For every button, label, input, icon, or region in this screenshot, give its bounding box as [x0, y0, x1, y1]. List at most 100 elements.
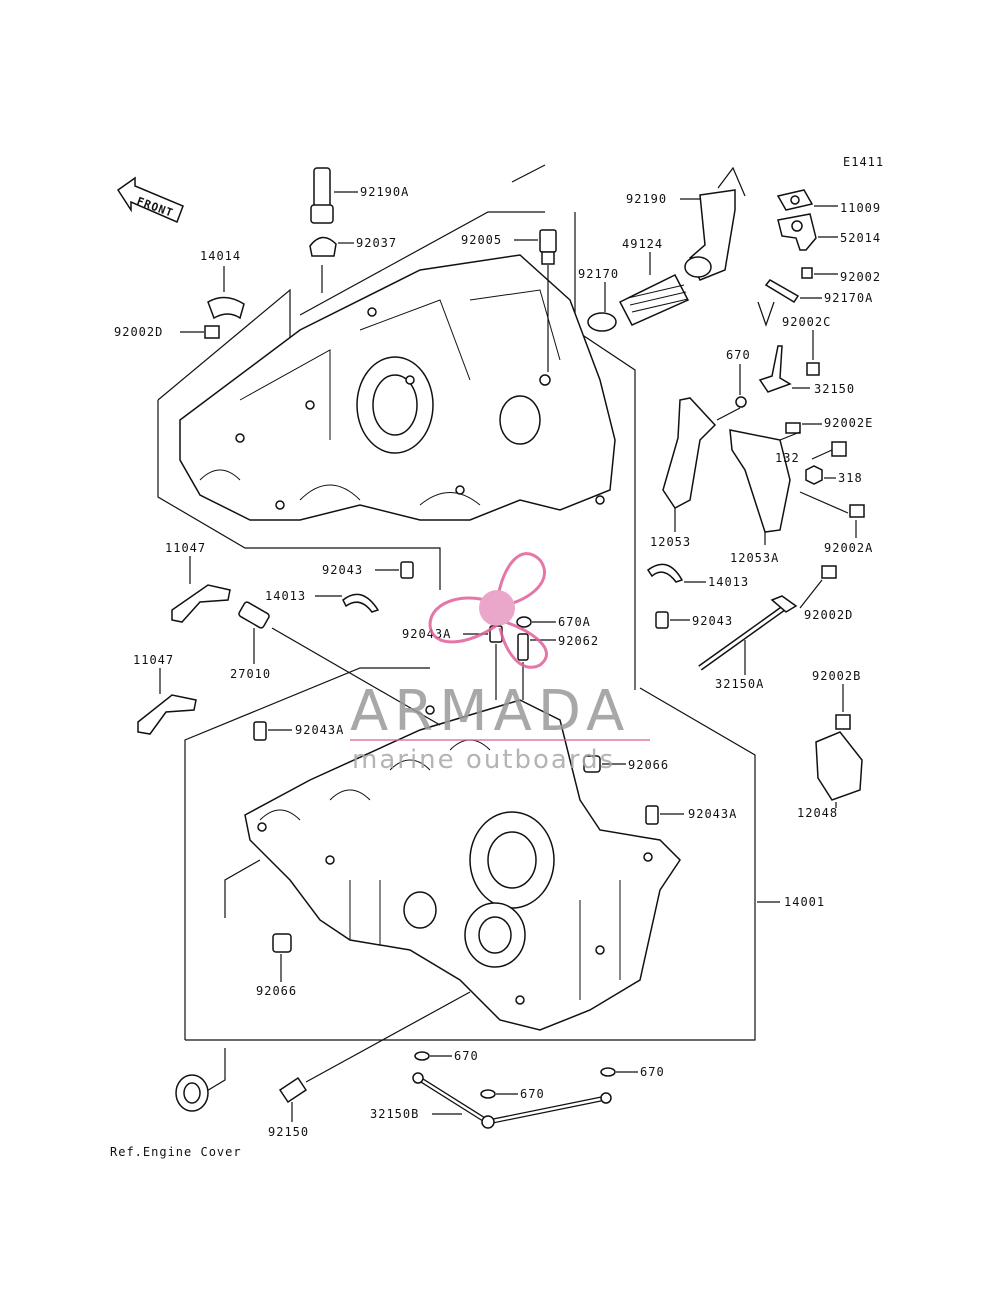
callout: 52014: [840, 231, 881, 245]
part-12053A: [729, 429, 801, 545]
callout: 92190: [626, 192, 667, 206]
part-12053: [662, 397, 741, 532]
callout: 92066: [256, 984, 297, 998]
callout: 318: [838, 471, 863, 485]
callout: 49124: [622, 237, 663, 251]
part-670-lower-a: [414, 1051, 452, 1061]
callout: 92043: [322, 563, 363, 577]
callout: 32150: [814, 382, 855, 396]
callout: 12048: [797, 806, 838, 820]
callout: 32150A: [715, 677, 764, 691]
callout: 92043A: [402, 627, 451, 641]
part-92002D-left: [180, 325, 220, 339]
callout: 11009: [840, 201, 881, 215]
callout: 14001: [784, 895, 825, 909]
callout: 11047: [133, 653, 174, 667]
part-52014: [777, 213, 838, 251]
callout: 92002B: [812, 669, 861, 683]
callout: 92043A: [688, 807, 737, 821]
part-92170: [587, 282, 617, 332]
callout: 92150: [268, 1125, 309, 1139]
part-14013-right: [646, 563, 706, 583]
part-92150: [278, 991, 471, 1122]
part-92043A-right: [645, 805, 684, 825]
part-92037: [309, 236, 354, 293]
callout: 92037: [356, 236, 397, 250]
watermark-tagline: marine outboards: [352, 745, 615, 775]
part-49124: [618, 252, 690, 326]
lower-crankcase: [184, 667, 756, 1093]
callout: 32150B: [370, 1107, 419, 1121]
callout: 92002C: [782, 315, 831, 329]
part-32150: [758, 330, 820, 393]
callout: 92170A: [824, 291, 873, 305]
callout: 92043A: [295, 723, 344, 737]
callout: 14013: [265, 589, 306, 603]
part-27010: [238, 601, 441, 726]
front-arrow-icon: FRONT: [116, 176, 184, 224]
callout: 670: [454, 1049, 479, 1063]
callout: 92002: [840, 270, 881, 284]
callout: 92002D: [114, 325, 163, 339]
part-32150A: [698, 595, 798, 675]
part-92043-right: [655, 611, 690, 629]
callout: 92002D: [804, 608, 853, 622]
callout: 14014: [200, 249, 241, 263]
part-seal-ref: [175, 1074, 209, 1112]
callout: 92066: [628, 758, 669, 772]
callout: 670: [520, 1087, 545, 1101]
propeller-logo-icon: [428, 552, 548, 669]
part-92002B: [835, 684, 851, 730]
part-12048: [815, 731, 863, 808]
callout: 92190A: [360, 185, 409, 199]
callout: 92062: [558, 634, 599, 648]
callout: 92005: [461, 233, 502, 247]
callout: 27010: [230, 667, 271, 681]
part-92002A: [799, 491, 865, 538]
callout: 92002A: [824, 541, 873, 555]
callout: 12053: [650, 535, 691, 549]
part-670-upper: [735, 364, 747, 408]
callout: 132: [775, 451, 800, 465]
part-92043A-left: [253, 721, 292, 741]
callout-labels: 92190A 92037 92005 92190 49124 92170 110…: [110, 185, 881, 1159]
callout: 12053A: [730, 551, 779, 565]
callout: 92043: [692, 614, 733, 628]
upper-crankcase: [157, 164, 636, 690]
part-92170A: [757, 279, 822, 327]
part-92002E: [785, 422, 822, 434]
part-92066-right: [583, 755, 626, 773]
part-14013-left: [315, 593, 380, 613]
callout: 92170: [578, 267, 619, 281]
part-92190A: [310, 167, 358, 224]
part-14014: [207, 266, 245, 320]
ref-engine-cover-label: Ref.Engine Cover: [110, 1145, 242, 1159]
part-670-lower-c: [600, 1067, 638, 1077]
part-92066-left: [272, 933, 292, 982]
diagram-code: E1411: [843, 155, 884, 169]
callout: 670: [726, 348, 751, 362]
part-92062: [517, 633, 556, 700]
part-318: [805, 465, 836, 485]
callout: 670: [640, 1065, 665, 1079]
part-92005: [514, 229, 557, 372]
watermark: ARMADA marine outboards: [350, 552, 650, 775]
part-32150B: [412, 1072, 612, 1129]
part-670-lower-b: [480, 1089, 518, 1099]
part-92043-mid: [375, 561, 414, 579]
part-132: [811, 441, 847, 460]
part-92190: [680, 166, 746, 281]
callout: 11047: [165, 541, 206, 555]
part-11047-lower: [137, 668, 197, 735]
part-92002: [801, 267, 838, 279]
part-670A: [516, 616, 556, 628]
part-92002D-right: [799, 565, 837, 609]
callout: 92002E: [824, 416, 873, 430]
part-11009: [776, 189, 838, 211]
callout: 14013: [708, 575, 749, 589]
part-11047-upper: [171, 556, 231, 623]
watermark-brand: ARMADA: [350, 679, 630, 744]
callout: 670A: [558, 615, 591, 629]
